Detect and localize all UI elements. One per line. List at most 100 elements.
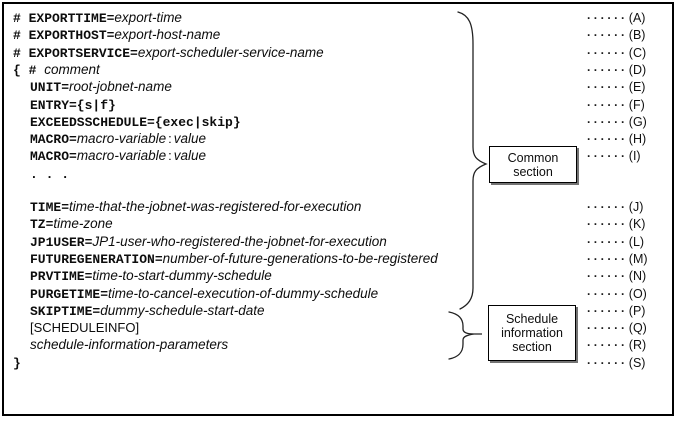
code-segment-code: JP1USER= bbox=[30, 234, 93, 250]
code-line: . . . bbox=[0, 165, 677, 182]
line-label: (A) bbox=[628, 11, 646, 25]
common-section-label-line2: section bbox=[513, 164, 553, 179]
line-label: (K) bbox=[628, 217, 646, 232]
code-segment-code: TZ= bbox=[30, 217, 54, 233]
line-leader: ······(R) bbox=[587, 336, 646, 353]
code-segment-var: macro-variable bbox=[76, 131, 167, 147]
line-label: (H) bbox=[628, 132, 647, 147]
line-leader: ······(O) bbox=[587, 285, 647, 302]
line-leader: ······(D) bbox=[587, 61, 646, 78]
leader-dots: ······ bbox=[587, 97, 628, 112]
line-label: (O) bbox=[628, 286, 647, 301]
code-segment-code: ENTRY={s|f} bbox=[30, 97, 116, 113]
code-segment-code: # EXPORTHOST= bbox=[13, 28, 115, 44]
code-line: PRVTIME=time-to-start-dummy-schedule ····… bbox=[0, 267, 677, 284]
code-line: MACRO=macro-variable:value······(H) bbox=[0, 130, 677, 147]
code-line: ENTRY={s|f} ······(F) bbox=[0, 96, 677, 113]
code-line: JP1USER=JP1-user-who-registered-the-jobn… bbox=[0, 233, 677, 250]
code-segment-code: . . . bbox=[30, 166, 70, 182]
line-label: (R) bbox=[628, 338, 647, 353]
code-segment-var: export-host-name bbox=[114, 27, 221, 43]
code-segment-code: UNIT= bbox=[30, 80, 70, 96]
code-segment-var: time-to-cancel-execution-of-dummy-schedu… bbox=[108, 285, 379, 301]
code-segment-code: } bbox=[13, 355, 21, 371]
code-line: # EXPORTSERVICE=export-scheduler-service… bbox=[0, 44, 677, 61]
leader-dots: ······ bbox=[587, 45, 628, 60]
line-label: (F) bbox=[628, 97, 645, 112]
code-line: TZ=time-zone ······(K) bbox=[0, 215, 677, 232]
line-label: (B) bbox=[628, 28, 646, 43]
leader-dots: ······ bbox=[587, 11, 628, 25]
code-segment-colon: : bbox=[168, 148, 172, 164]
line-leader: ······(L) bbox=[587, 233, 644, 250]
line-leader: ······(G) bbox=[587, 113, 647, 130]
code-line: MACRO=macro-variable:value······(I) bbox=[0, 147, 677, 164]
code-line: { # comment······(D) bbox=[0, 61, 677, 78]
leader-dots: ······ bbox=[587, 303, 628, 318]
leader-dots: ······ bbox=[587, 251, 628, 266]
schedule-section-box: Schedule information section bbox=[488, 305, 576, 361]
line-label: (S) bbox=[628, 355, 646, 370]
leader-dots: ······ bbox=[587, 132, 628, 147]
code-segment-var: value bbox=[173, 148, 206, 164]
leader-dots: ······ bbox=[587, 321, 628, 336]
line-label: (G) bbox=[628, 114, 647, 129]
code-segment-var: export-scheduler-service-name bbox=[137, 44, 324, 60]
line-label: (E) bbox=[628, 80, 646, 95]
code-segment-code: PRVTIME= bbox=[30, 269, 93, 285]
leader-dots: ······ bbox=[587, 28, 628, 43]
line-leader: ······(B) bbox=[587, 26, 645, 43]
code-segment-var: time-that-the-jobnet-was-registered-for-… bbox=[69, 199, 362, 214]
leader-dots: ······ bbox=[587, 62, 628, 77]
code-segment-var: root-jobnet-name bbox=[69, 79, 172, 95]
code-line: FUTUREGENERATION=number-of-future-genera… bbox=[0, 250, 677, 267]
line-leader: ······(P) bbox=[587, 302, 645, 319]
code-segment-code: TIME= bbox=[30, 200, 70, 215]
line-label: (N) bbox=[628, 269, 647, 284]
code-segment-code: # EXPORTTIME= bbox=[13, 11, 115, 26]
leader-dots: ······ bbox=[587, 149, 628, 164]
code-segment-var: dummy-schedule-start-date bbox=[100, 302, 265, 318]
code-segment-code: SKIPTIME= bbox=[30, 303, 101, 319]
line-leader: ······(A) bbox=[587, 9, 645, 26]
common-section-label-line1: Common bbox=[507, 150, 559, 165]
leader-dots: ······ bbox=[587, 355, 628, 370]
line-label: (M) bbox=[628, 251, 648, 266]
line-label: (J) bbox=[628, 200, 644, 214]
leader-dots: ······ bbox=[587, 234, 628, 249]
leader-dots: ······ bbox=[587, 286, 628, 301]
code-segment-var: macro-variable bbox=[76, 148, 167, 164]
line-label: (I) bbox=[628, 149, 641, 164]
code-segment-var: number-of-future-generations-to-be-regis… bbox=[162, 250, 438, 266]
code-segment-colon: : bbox=[168, 131, 172, 147]
code-segment-var: schedule-information-parameters bbox=[30, 337, 229, 353]
code-segment-var: time-to-start-dummy-schedule bbox=[92, 268, 272, 284]
line-label: (P) bbox=[628, 303, 646, 318]
leader-dots: ······ bbox=[587, 338, 628, 353]
leader-dots: ······ bbox=[587, 269, 628, 284]
leader-dots: ······ bbox=[587, 114, 628, 129]
code-segment-code: PURGETIME= bbox=[30, 286, 109, 302]
code-line: # EXPORTHOST=export-host-name ······(B) bbox=[0, 26, 677, 43]
code-line: EXCEEDSSCHEDULE={exec|skip} ······(G) bbox=[0, 113, 677, 130]
code-segment-code: EXCEEDSSCHEDULE={exec|skip} bbox=[30, 114, 241, 130]
line-label: (Q) bbox=[628, 321, 647, 336]
line-label: (C) bbox=[628, 45, 647, 60]
code-segment-plain: [SCHEDULEINFO] bbox=[30, 320, 140, 336]
code-line: # EXPORTTIME=export-time ······(A) bbox=[0, 9, 677, 26]
leader-dots: ······ bbox=[587, 200, 628, 214]
code-segment-var: export-time bbox=[114, 10, 182, 25]
line-leader: ······(M) bbox=[587, 250, 648, 267]
code-segment-var: time-zone bbox=[53, 216, 113, 232]
line-leader: ······(Q) bbox=[587, 319, 647, 336]
leader-dots: ······ bbox=[587, 80, 628, 95]
code-segment-code: FUTUREGENERATION= bbox=[30, 251, 163, 267]
line-leader: ······(C) bbox=[587, 44, 646, 61]
code-line: PURGETIME=time-to-cancel-execution-of-du… bbox=[0, 285, 677, 302]
line-leader: ······(I) bbox=[587, 147, 641, 164]
line-leader: ······(E) bbox=[587, 78, 645, 95]
line-label: (D) bbox=[628, 62, 647, 77]
leader-dots: ······ bbox=[587, 217, 628, 232]
schedule-section-label-line1: Schedule bbox=[505, 312, 559, 326]
